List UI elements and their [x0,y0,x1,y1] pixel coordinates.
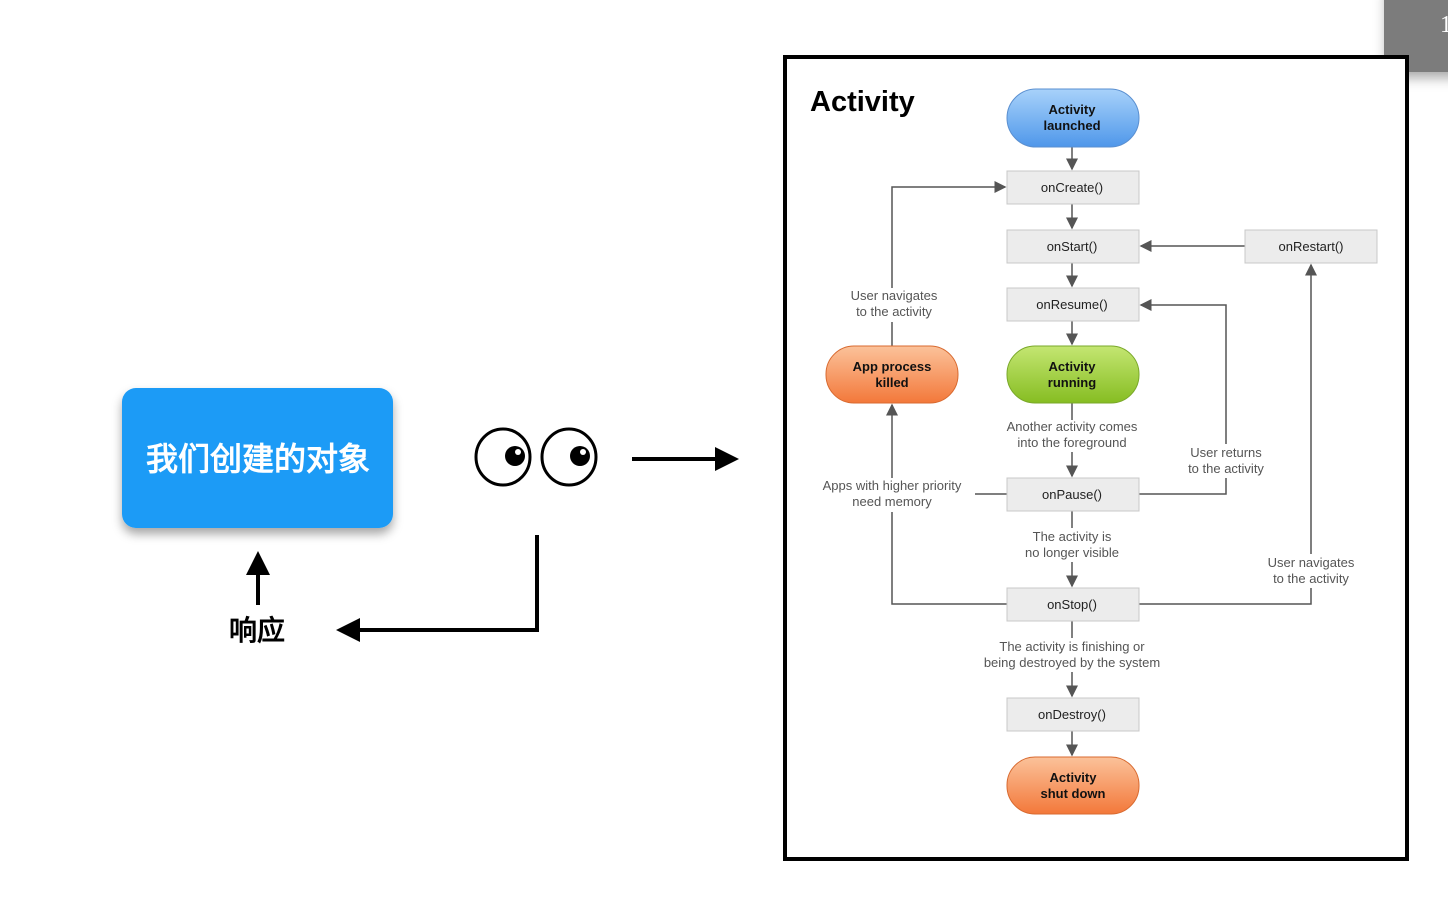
node-on-destroy: onDestroy() [1006,697,1140,732]
node-on-restart: onRestart() [1244,229,1378,264]
svg-text:onRestart(): onRestart() [1278,239,1343,254]
node-on-resume: onResume() [1006,287,1140,322]
node-on-create: onCreate() [1006,170,1140,205]
node-on-pause: onPause() [1006,477,1140,512]
node-on-stop: onStop() [1006,587,1140,622]
svg-text:onStop(): onStop() [1047,597,1097,612]
diagram-title: Activity [810,86,915,118]
return-arrow-icon [336,535,539,642]
slide-number: 1 [1440,12,1448,38]
svg-text:onResume(): onResume() [1036,297,1108,312]
node-on-start: onStart() [1006,229,1140,264]
svg-text:onDestroy(): onDestroy() [1038,707,1106,722]
svg-text:onStart(): onStart() [1047,239,1098,254]
object-box [122,388,393,528]
svg-text:onPause(): onPause() [1042,487,1102,502]
response-label: 响应 [229,614,285,647]
connectors [886,147,1317,757]
eyes-icon [474,427,598,487]
svg-text:onCreate(): onCreate() [1041,180,1103,195]
object-box-label: 我们创建的对象 [146,440,370,478]
